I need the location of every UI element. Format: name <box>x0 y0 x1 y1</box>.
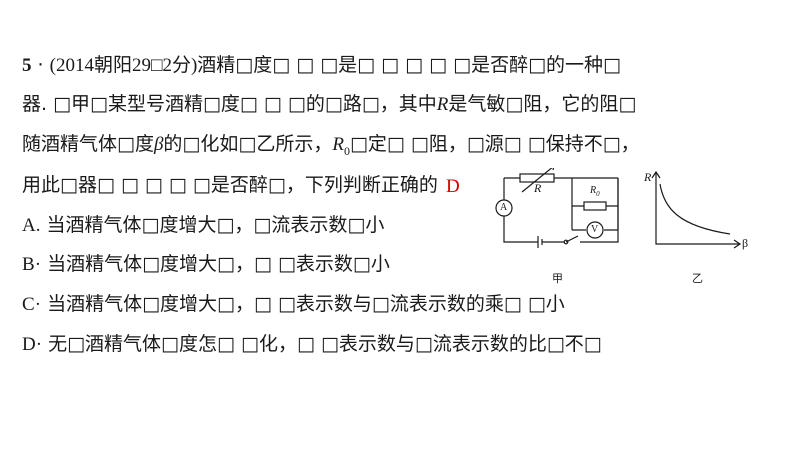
wire-bottom-2 <box>580 178 619 243</box>
question-text-1: 酒精□度□ □ □是□ □ □ □ □是否醉□的一种□ <box>197 54 621 76</box>
graph-x-label: β <box>742 236 749 250</box>
variable-R0: R <box>332 134 344 155</box>
graph-y-arrow <box>651 170 661 179</box>
voltmeter <box>586 221 604 239</box>
circuit-label-R0: R0 <box>590 185 600 198</box>
question-line-4: 用此□器□ □ □ □ □是否醉□，下列判断正确的 <box>22 172 438 198</box>
question-text-2b: 是气敏□阻，它的阻□ <box>448 93 637 115</box>
variable-R0-subscript: 0 <box>343 143 350 158</box>
option-d-text: 无□酒精气体□度怎□ □化，□ □表示数与□流表示数的比□不□ <box>48 333 602 355</box>
circuit-label-R: R <box>534 181 542 195</box>
wire-branch-left <box>571 178 584 207</box>
question-separator: · <box>37 54 44 76</box>
option-a-sep: . <box>35 215 41 236</box>
switch-pivot <box>563 239 569 245</box>
question-line-3: 随酒精气体□度β的□化如□乙所示，R0□定□ □阻，□源□ □保持不□， <box>22 131 640 164</box>
battery <box>537 236 543 248</box>
question-number: 5 <box>22 55 32 76</box>
option-a-letter: A <box>22 215 36 236</box>
question-text-2a: 器. □甲□某型号酒精□度□ □ □的□路□，其中 <box>22 93 437 115</box>
option-a-text: 当酒精气体□度增大□，□流表示数□小 <box>46 214 385 236</box>
switch-blade <box>565 235 579 243</box>
variable-beta: β <box>153 134 164 155</box>
option-d: D· 无□酒精气体□度怎□ □化，□ □表示数与□流表示数的比□不□ <box>22 331 602 358</box>
variable-R: R <box>436 94 449 115</box>
option-b-text: 当酒精气体□度增大□，□ □表示数□小 <box>47 253 390 275</box>
graph-x-arrow <box>733 239 742 249</box>
question-line-1: 5 · (2014朝阳29□2分)酒精□度□ □ □是□ □ □ □ □是否醉□… <box>22 52 621 79</box>
option-c-letter: C <box>22 294 35 315</box>
graph-curve <box>659 183 731 235</box>
figure: R R0 A V 甲 R β 乙 <box>492 165 792 308</box>
option-d-letter: D <box>22 334 36 355</box>
graph-axes <box>655 172 740 245</box>
figure-drawing <box>495 165 742 249</box>
option-c: C· 当酒精气体□度增大□，□ □表示数与□流表示数的乘□ □小 <box>22 291 565 318</box>
variable-arrow <box>521 165 555 193</box>
option-c-text: 当酒精气体□度增大□，□ □表示数与□流表示数的乘□ □小 <box>47 293 565 315</box>
option-b-letter: B <box>22 254 35 275</box>
wire-left-bottom <box>503 216 538 243</box>
option-c-sep: · <box>34 294 42 315</box>
question-line-2: 器. □甲□某型号酒精□度□ □ □的□路□，其中R是气敏□阻，它的阻□ <box>22 91 636 118</box>
option-b-sep: · <box>34 254 42 275</box>
option-d-sep: · <box>35 334 43 355</box>
question-text-3b: 的□化如□乙所示， <box>163 133 333 155</box>
ammeter-label: A <box>500 202 508 213</box>
graph-caption: 乙 <box>692 272 703 285</box>
question-text-3a: 随酒精气体□度 <box>22 133 154 155</box>
option-a: A. 当酒精气体□度增大□，□流表示数□小 <box>22 212 384 239</box>
graph-y-label: R <box>644 170 652 184</box>
wire-branch-right <box>606 178 619 207</box>
question-text-3c: □定□ □阻，□源□ □保持不□， <box>349 133 640 155</box>
question-source: (2014朝阳29□2分) <box>49 55 198 76</box>
answer-mark: D <box>446 176 460 197</box>
resistor-R0 <box>583 201 607 211</box>
option-b: B· 当酒精气体□度增大□，□ □表示数□小 <box>22 251 390 278</box>
voltmeter-label: V <box>591 224 599 235</box>
circuit-caption: 甲 <box>552 272 563 285</box>
question-text-4: 用此□器□ □ □ □ □是否醉□，下列判断正确的 <box>22 174 438 196</box>
resistor-R <box>519 173 555 183</box>
